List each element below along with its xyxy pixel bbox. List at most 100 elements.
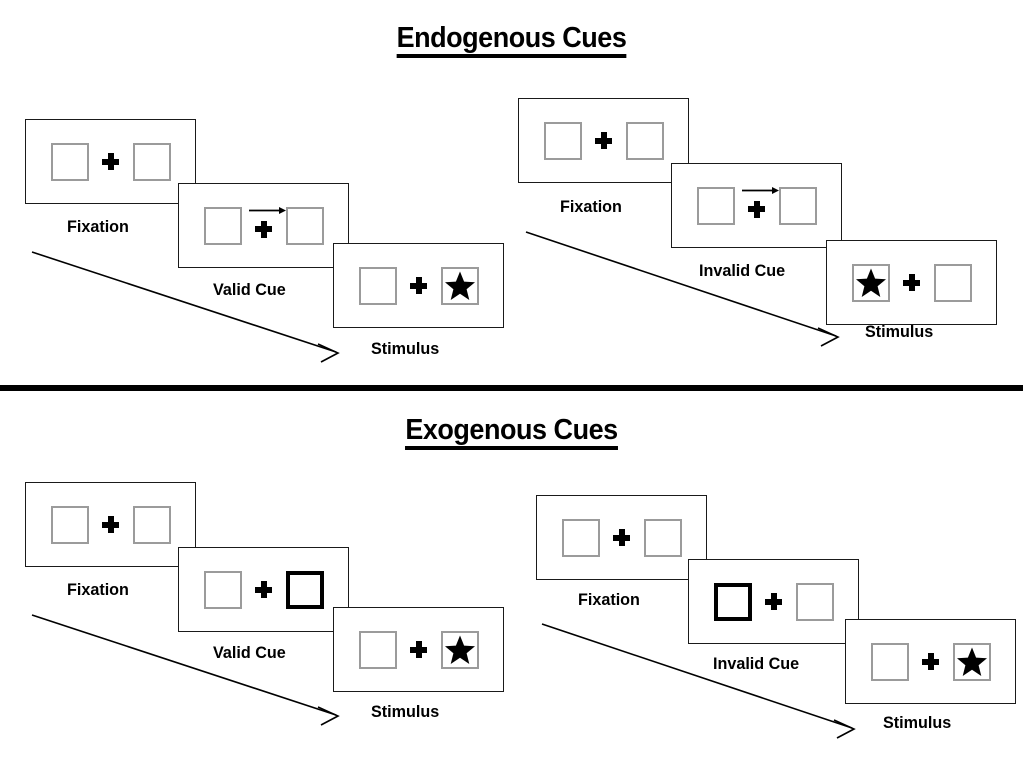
stimulus-box-right: [643, 518, 682, 557]
caption-fixation: Fixation: [560, 197, 622, 216]
panel-content: [358, 266, 479, 305]
panel-content: [203, 570, 324, 609]
star-icon: [444, 271, 475, 300]
fixation-cross-slot: [89, 143, 133, 181]
stimulus-box-left: [543, 121, 582, 160]
plus-icon: [613, 529, 630, 546]
star-icon: [444, 635, 475, 664]
panel-content: [358, 630, 479, 669]
plus-icon: [748, 200, 765, 218]
caption-valid-cue: Valid Cue: [213, 643, 286, 662]
panel-fixation: [536, 495, 707, 580]
stimulus-box-right: [440, 266, 479, 305]
stimulus-box-left: [50, 142, 89, 181]
panel-stimulus: [845, 619, 1016, 704]
panel-content: [713, 582, 834, 621]
stimulus-box-left: [203, 570, 242, 609]
panel-stimulus: [826, 240, 997, 325]
caption-fixation: Fixation: [67, 217, 129, 236]
stimulus-box-left-cued: [713, 582, 752, 621]
sequence-exogenous-valid: Fixation Valid Cue Sti: [25, 482, 504, 729]
plus-icon: [595, 132, 612, 149]
fixation-cross-slot: [890, 264, 934, 302]
stimulus-box-left: [561, 518, 600, 557]
section-title-endogenous-text: Endogenous Cues: [396, 23, 627, 59]
plus-icon: [410, 277, 427, 294]
panel-stimulus: [333, 243, 504, 328]
sequence-endogenous-invalid: Fixation Invalid Cue: [0, 0, 1023, 380]
stimulus-box-left: [50, 505, 89, 544]
fixation-cross-slot: [582, 122, 626, 160]
plus-icon: [765, 593, 782, 610]
panel-content: [696, 186, 817, 225]
star-icon: [956, 647, 987, 676]
star-icon: [855, 268, 886, 297]
stimulus-box-right-cued: [285, 570, 324, 609]
fixation-cross-slot: [397, 267, 441, 305]
fixation-cross-slot: [752, 583, 796, 621]
time-arrow-icon: [524, 228, 854, 350]
panel-content: [561, 518, 682, 557]
stimulus-box-right: [795, 582, 834, 621]
stimulus-box-right: [933, 263, 972, 302]
caption-fixation: Fixation: [67, 580, 129, 599]
stimulus-box-left: [358, 266, 397, 305]
stimulus-box-right: [625, 121, 664, 160]
fixation-cross-slot: [89, 506, 133, 544]
fixation-cross-slot: [735, 186, 780, 225]
section-title-exogenous: Exogenous Cues: [36, 414, 987, 451]
panel-content: [50, 142, 171, 181]
plus-icon: [903, 274, 920, 291]
panel-content: [50, 505, 171, 544]
caption-stimulus: Stimulus: [371, 702, 440, 721]
caption-invalid-cue: Invalid Cue: [713, 654, 800, 673]
stimulus-box-right: [952, 642, 991, 681]
plus-icon: [102, 516, 119, 533]
stimulus-box-left: [851, 263, 890, 302]
arrow-right-icon: [248, 206, 287, 216]
panel-fixation: [518, 98, 689, 183]
panel-fixation: [25, 482, 196, 567]
arrow-right-icon: [741, 186, 780, 196]
panel-invalid-cue: [671, 163, 842, 248]
caption-invalid-cue: Invalid Cue: [699, 261, 786, 280]
stimulus-box-left: [358, 630, 397, 669]
stimulus-box-right: [132, 142, 171, 181]
time-arrow-icon: [30, 611, 350, 729]
section-title-endogenous: Endogenous Cues: [36, 22, 987, 59]
panel-valid-cue: [178, 183, 349, 268]
stimulus-box-right: [778, 186, 817, 225]
stimulus-box-left: [870, 642, 909, 681]
stimulus-box-left: [696, 186, 735, 225]
panel-stimulus: [333, 607, 504, 692]
caption-fixation: Fixation: [578, 590, 640, 609]
panel-valid-cue: [178, 547, 349, 632]
plus-icon: [410, 641, 427, 658]
panel-content: [543, 121, 664, 160]
panel-content: [870, 642, 991, 681]
section-divider: [0, 385, 1023, 391]
fixation-cross-slot: [397, 631, 441, 669]
plus-icon: [255, 581, 272, 598]
caption-stimulus: Stimulus: [865, 322, 934, 341]
fixation-cross-slot: [242, 206, 287, 245]
fixation-cross-slot: [242, 571, 286, 609]
panel-invalid-cue: [688, 559, 859, 644]
panel-content: [203, 206, 324, 245]
section-title-exogenous-text: Exogenous Cues: [405, 415, 618, 451]
stimulus-box-right: [285, 206, 324, 245]
panel-content: [851, 263, 972, 302]
plus-icon: [102, 153, 119, 170]
fixation-cross-slot: [909, 643, 953, 681]
sequence-endogenous-valid: Fixation Valid Cue: [0, 0, 520, 380]
plus-icon: [922, 653, 939, 670]
stimulus-box-right: [440, 630, 479, 669]
panel-fixation: [25, 119, 196, 204]
caption-stimulus: Stimulus: [883, 713, 952, 732]
stimulus-box-left: [203, 206, 242, 245]
caption-stimulus: Stimulus: [371, 339, 440, 358]
fixation-cross-slot: [600, 519, 644, 557]
plus-icon: [255, 220, 272, 238]
time-arrow-icon: [30, 248, 350, 366]
